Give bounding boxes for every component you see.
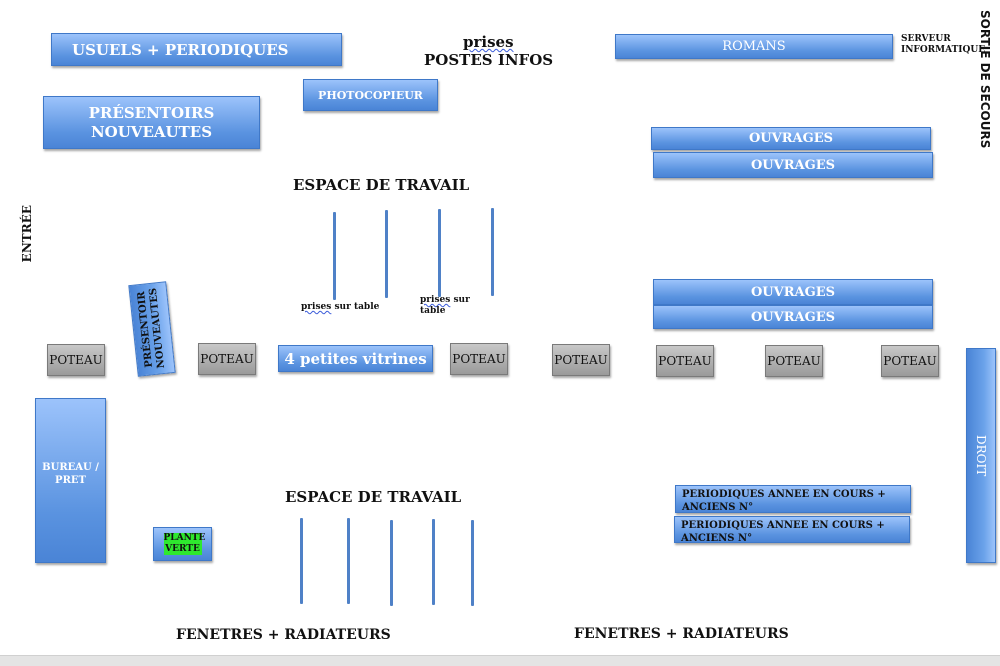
prises-sur-table-2: prises sur table <box>420 295 470 317</box>
informatique-text: INFORMATIQUE <box>901 45 986 55</box>
prises-label: prises <box>463 33 514 51</box>
shelf-presentoirs-nouveautes: PRÉSENTOIRS NOUVEAUTES <box>43 96 260 149</box>
shelf-romans: ROMANS <box>615 34 893 59</box>
shelf-usuels-periodiques: USUELS + PERIODIQUES <box>51 33 342 66</box>
sortie-de-secours-label: SORTIE DE SECOURS <box>978 10 992 149</box>
plante-verte: PLANTE VERTE <box>153 527 212 561</box>
prises-text: prises <box>301 302 332 312</box>
poteau-7: POTEAU <box>881 345 939 377</box>
plante-verte-text: PLANTE VERTE <box>163 533 206 555</box>
work-table-lower-3 <box>390 520 393 606</box>
poteau-2: POTEAU <box>198 343 256 375</box>
sur-table-text: sur table <box>331 302 380 312</box>
work-table-upper-3 <box>438 209 441 297</box>
work-table-upper-2 <box>385 210 388 298</box>
shelf-periodiques-1: PERIODIQUES ANNEE EN COURS + ANCIENS N° <box>675 485 911 513</box>
espace-de-travail-top: ESPACE DE TRAVAIL <box>293 176 470 194</box>
postes-infos-label: POSTES INFOS <box>424 51 554 69</box>
bottom-bar <box>0 655 1000 666</box>
vitrines: 4 petites vitrines <box>278 345 433 372</box>
bureau-pret: BUREAU / PRET <box>35 398 106 563</box>
sur-text: sur <box>450 295 470 305</box>
poteau-4: POTEAU <box>552 344 610 376</box>
serveur-informatique-label: SERVEUR INFORMATIQUE <box>901 34 985 56</box>
work-table-upper-1 <box>333 212 336 300</box>
espace-de-travail-bottom: ESPACE DE TRAVAIL <box>285 488 462 506</box>
poteau-5: POTEAU <box>656 345 714 377</box>
shelf-periodiques-2: PERIODIQUES ANNEE EN COURS + ANCIENS N° <box>674 516 910 544</box>
poteau-1: POTEAU <box>47 344 105 376</box>
fenetres-radiateurs-right: FENETRES + RADIATEURS <box>574 626 789 642</box>
entree-label: ENTRÉE <box>20 205 34 263</box>
work-table-lower-4 <box>432 519 435 605</box>
work-table-upper-4 <box>491 208 494 296</box>
work-table-lower-2 <box>347 518 350 604</box>
prises-text: prises <box>420 295 451 305</box>
poteau-6: POTEAU <box>765 345 823 377</box>
fenetres-radiateurs-left: FENETRES + RADIATEURS <box>176 627 391 643</box>
poteau-3: POTEAU <box>450 343 508 375</box>
shelf-ouvrages-4: OUVRAGES <box>653 305 933 329</box>
serveur-text: SERVEUR <box>901 34 951 44</box>
shelf-ouvrages-2: OUVRAGES <box>653 152 933 178</box>
presentoir-nouveautes-tilted: PRÉSENTOIR NOUVEAUTES <box>128 281 176 377</box>
work-table-lower-1 <box>300 518 303 604</box>
table-text: table <box>420 306 446 316</box>
presentoir-tilted-text: PRÉSENTOIR NOUVEAUTES <box>136 287 168 370</box>
droit-text: DROIT <box>974 434 988 477</box>
shelf-ouvrages-1: OUVRAGES <box>651 127 931 150</box>
photocopieur: PHOTOCOPIEUR <box>303 79 438 111</box>
prises-sur-table-1: prises sur table <box>301 302 379 313</box>
shelf-droit: DROIT <box>966 348 996 563</box>
work-table-lower-5 <box>471 520 474 606</box>
shelf-ouvrages-3: OUVRAGES <box>653 279 933 305</box>
